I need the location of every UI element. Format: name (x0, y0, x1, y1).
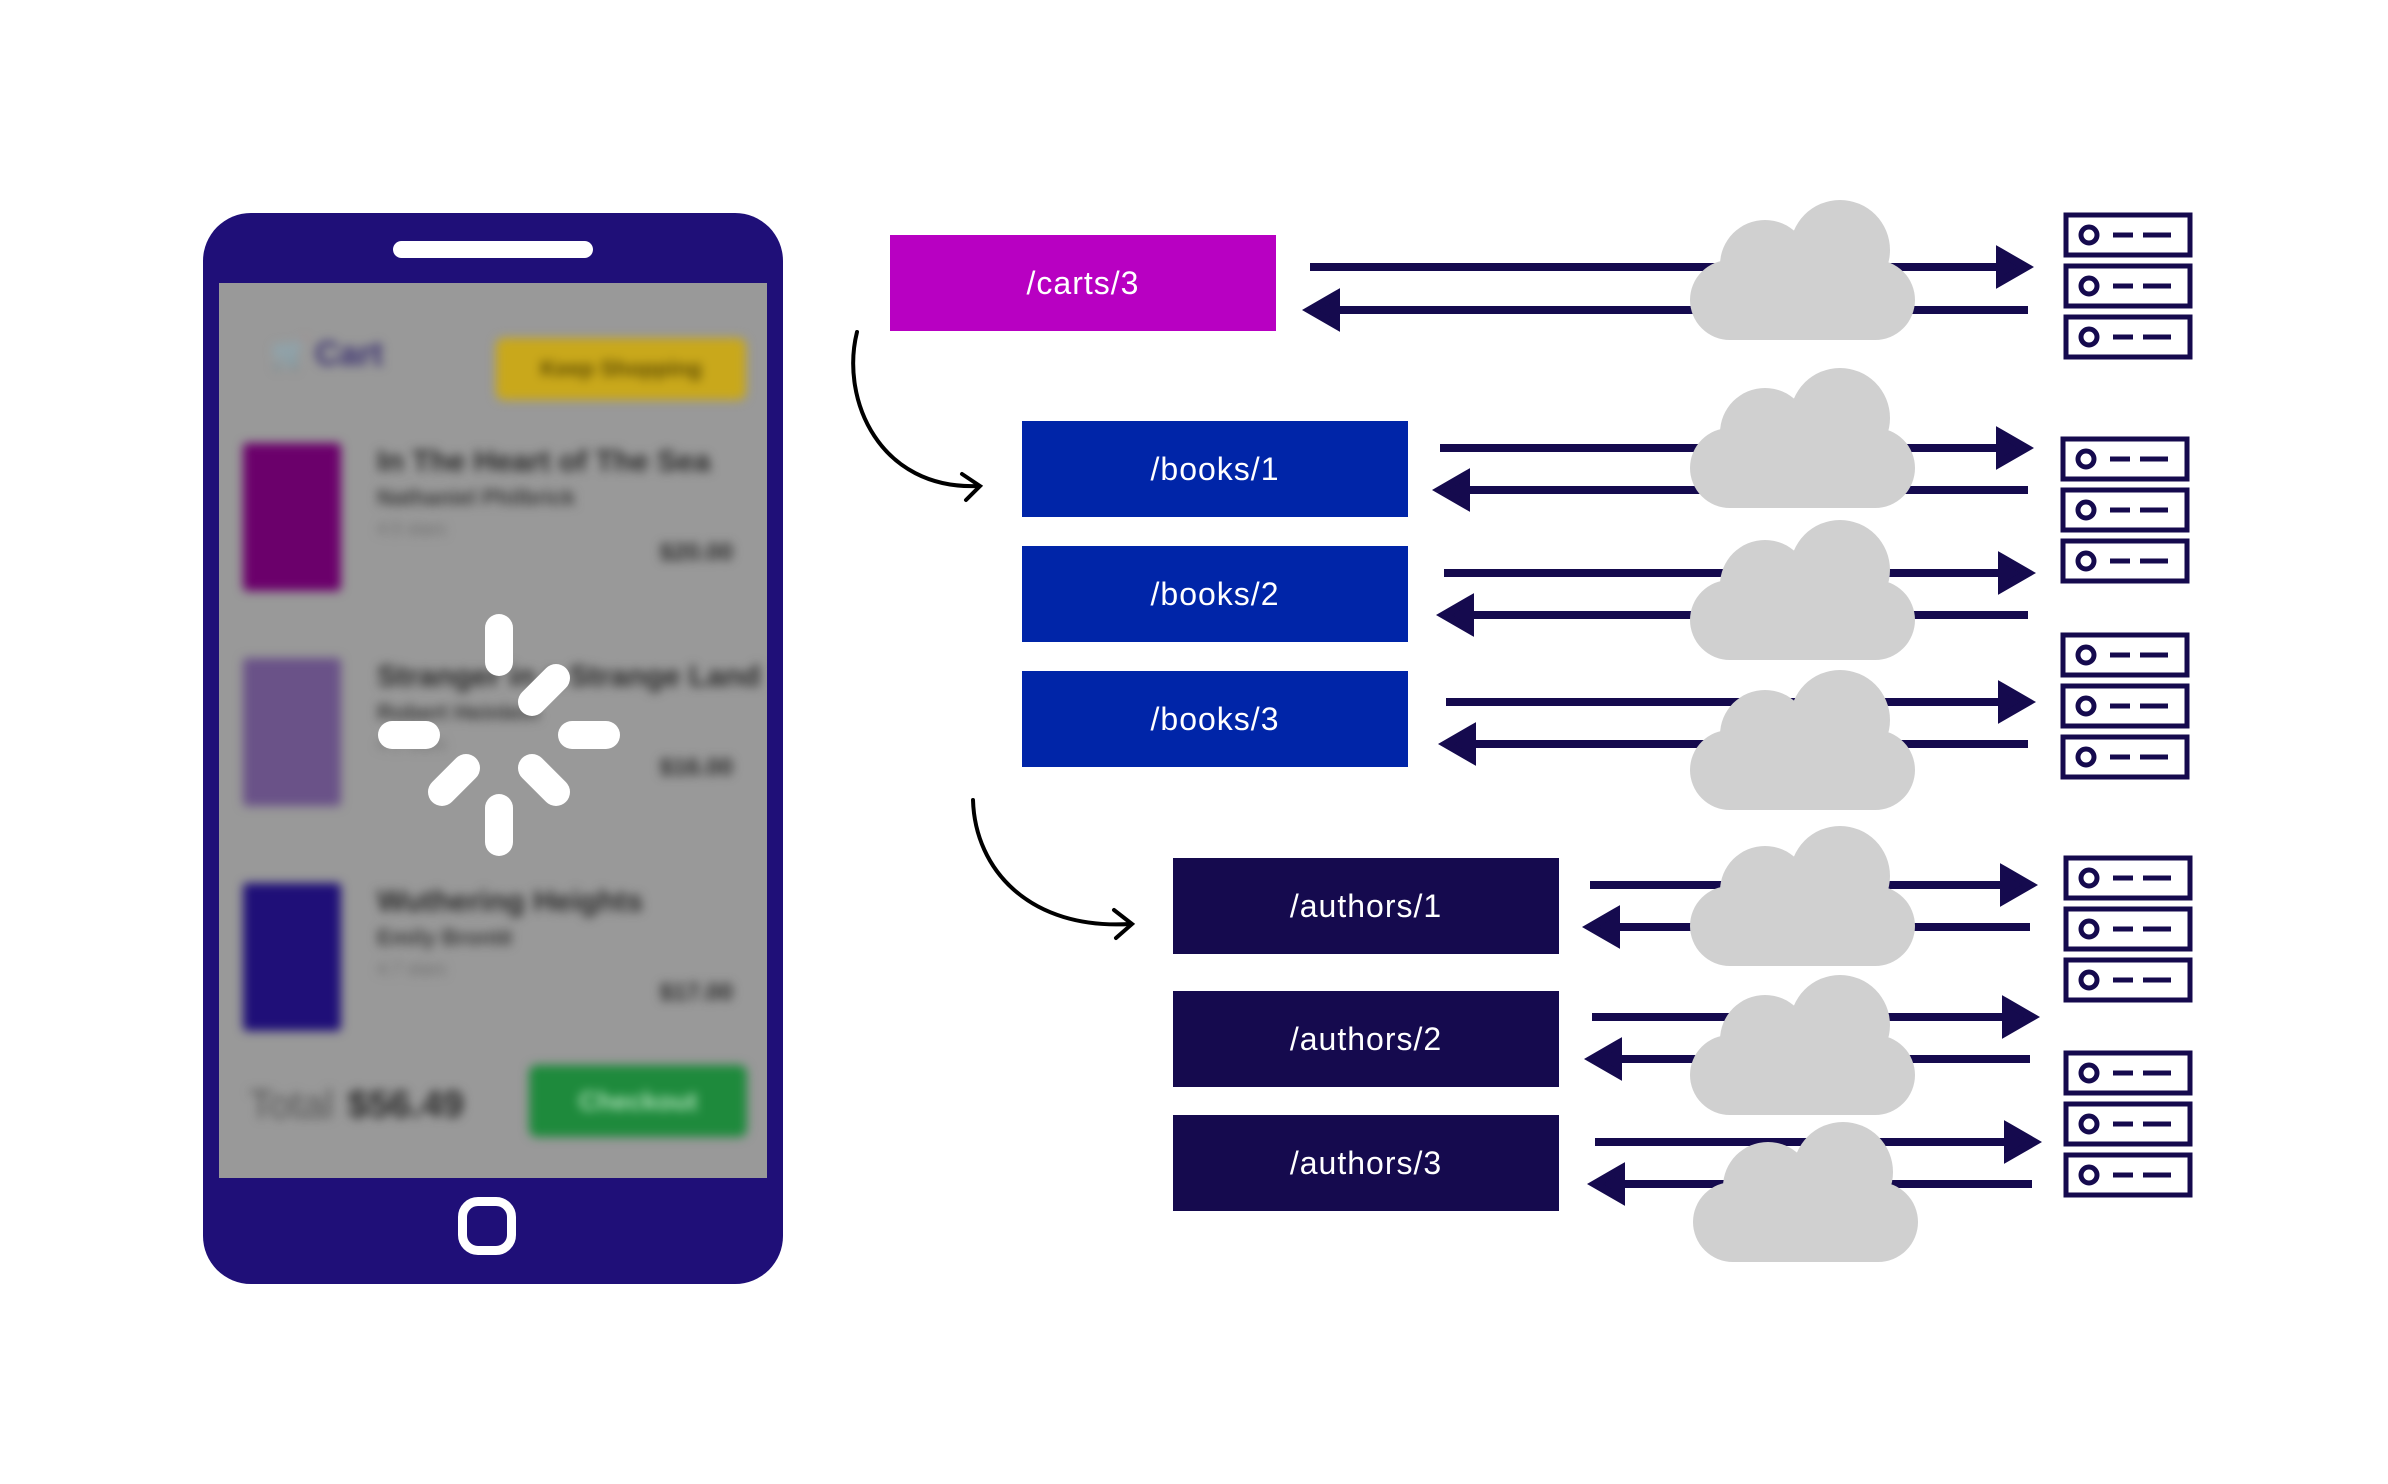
book-rating: 4.5 stars (377, 519, 447, 539)
cloud-icon (1693, 1122, 1918, 1262)
book-price: $20.00 (659, 539, 733, 566)
book-cover (243, 883, 341, 1031)
cloud-icon (1690, 368, 1915, 508)
endpoint-authors-3: /authors/3 (1173, 1115, 1559, 1211)
cloud-icon (1690, 520, 1915, 660)
total-row: Total $56.49 (249, 1083, 464, 1128)
cloud-icon (1690, 200, 1915, 340)
book-price: $17.00 (659, 979, 733, 1006)
server-rack-icon (2066, 215, 2190, 357)
loading-spinner-icon (378, 614, 620, 856)
book-cover (243, 658, 341, 806)
total-value: $56.49 (347, 1084, 464, 1126)
phone-speaker (393, 241, 593, 258)
cart-item[interactable]: In The Heart of The Sea Nathaniel Philbr… (243, 443, 763, 593)
book-author: Robert Heinlein (377, 700, 540, 725)
endpoint-carts: /carts/3 (890, 235, 1276, 331)
book-title: Wuthering Heights (377, 885, 644, 918)
shopping-cart-icon: 🛒 (271, 337, 309, 371)
book-author: Nathaniel Philbrick (377, 485, 576, 510)
book-author: Emily Brontë (377, 925, 513, 950)
cart-item[interactable]: Wuthering Heights Emily Brontë 4.7 stars… (243, 883, 763, 1033)
server-rack-icon (2063, 635, 2187, 777)
total-label: Total (249, 1083, 334, 1127)
endpoint-books-2: /books/2 (1022, 546, 1408, 642)
server-rack-icon (2066, 858, 2190, 1000)
cloud-icon (1690, 670, 1915, 810)
cart-title: Cart (315, 335, 384, 373)
endpoint-authors-1: /authors/1 (1173, 858, 1559, 954)
endpoint-books-3: /books/3 (1022, 671, 1408, 767)
flow-arrow (851, 330, 984, 502)
keep-shopping-button[interactable]: Keep Shopping (496, 338, 746, 400)
cloud-icon (1690, 975, 1915, 1115)
home-button[interactable] (458, 1197, 516, 1255)
server-rack-icon (2066, 1053, 2190, 1195)
cart-header: 🛒 Cart (271, 335, 383, 374)
book-title: In The Heart of The Sea (377, 445, 711, 478)
book-cover (243, 443, 341, 591)
phone-device: 🛒 Cart Keep Shopping In The Heart of The… (203, 213, 783, 1284)
server-rack-icon (2063, 439, 2187, 581)
endpoint-authors-2: /authors/2 (1173, 991, 1559, 1087)
book-price: $16.00 (659, 754, 733, 781)
book-rating: 4.7 stars (377, 959, 447, 979)
cloud-icon (1690, 826, 1915, 966)
checkout-button[interactable]: Checkout (529, 1065, 747, 1137)
flow-arrow (971, 798, 1136, 940)
endpoint-books-1: /books/1 (1022, 421, 1408, 517)
